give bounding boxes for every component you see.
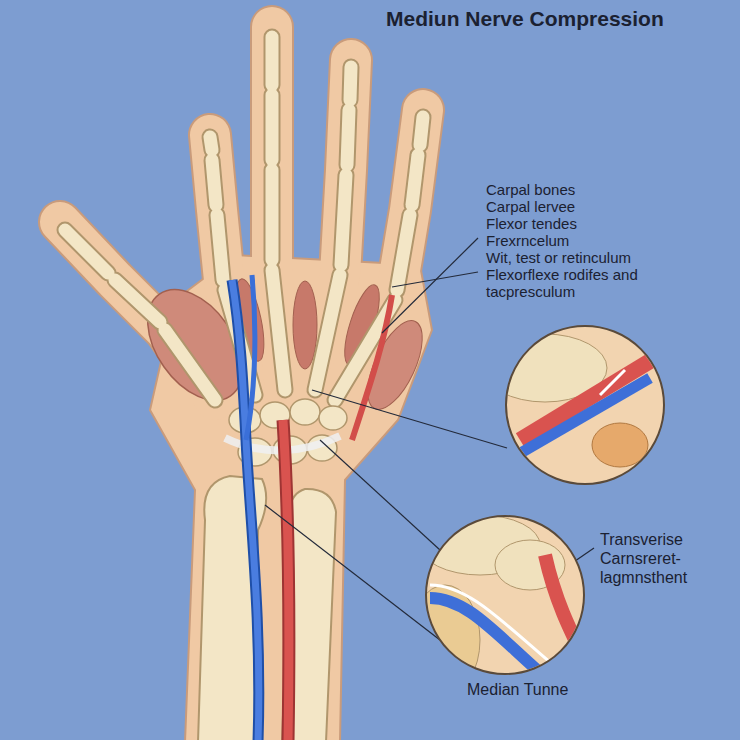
finger-bone [350, 67, 351, 100]
bone-outline [115, 280, 160, 322]
leader-line [382, 238, 478, 333]
part-label: Frexrncelum [486, 232, 726, 249]
inset-upper [483, 326, 664, 484]
inset-content [483, 334, 660, 467]
artery [283, 420, 289, 740]
bone-outline [165, 330, 215, 400]
part-label: Flexor tendes [486, 215, 726, 232]
inset-content [410, 515, 585, 695]
artery-outline [283, 420, 289, 740]
inset-tissue [592, 423, 648, 467]
bone-outline [264, 95, 281, 160]
finger-bone [420, 117, 423, 145]
bone-outline [420, 117, 423, 145]
diagram-title: Mediun Nerve Compression [386, 6, 664, 32]
bone-outline [341, 175, 346, 265]
inset-nerve [430, 598, 560, 690]
inset-border [426, 516, 584, 674]
finger-bone [315, 275, 340, 390]
part-label: Transverise Carnsreret- lagmnsthent [600, 530, 720, 587]
inset-border [506, 326, 664, 484]
part-label: Wit, test or retinculum [486, 249, 726, 266]
inset-artery [545, 555, 585, 660]
bone-outline [65, 230, 108, 273]
finger-bone [65, 230, 108, 273]
leader-line [320, 440, 440, 550]
finger-bone [210, 137, 212, 150]
leader-line [265, 505, 440, 640]
bone-outline [272, 270, 285, 390]
bone-outline [217, 215, 223, 280]
finger-bone [266, 170, 279, 260]
inset-ligament [600, 370, 625, 395]
finger-bone [347, 110, 349, 165]
finger-bone [266, 37, 279, 85]
part-label: Carpal bones [486, 181, 726, 198]
bone-outline [210, 137, 212, 150]
finger-bone [217, 215, 223, 280]
bone-outline [212, 160, 216, 205]
bone-outline [350, 67, 351, 100]
inset-ligament [430, 585, 565, 675]
finger-bone [165, 330, 215, 400]
finger-bone [341, 175, 346, 265]
leader-line [312, 390, 507, 448]
middle-outline [272, 27, 285, 390]
finger-bone [397, 215, 410, 290]
inset-lower [410, 515, 585, 695]
nerve-branch [246, 275, 255, 440]
finger-bone [212, 160, 216, 205]
part-label: Carpal lervee [486, 198, 726, 215]
carpal-bone [290, 399, 320, 425]
finger-bone [412, 155, 418, 205]
inset-artery [520, 355, 660, 440]
finger-bone [115, 280, 160, 322]
bone-outline [315, 275, 340, 390]
finger-bone [272, 270, 285, 390]
bone-outline [397, 215, 410, 290]
leader-line [392, 272, 478, 287]
part-label: Flexorflexe rodifes and tacpresculum [486, 266, 686, 300]
part-label: Median Tunne [467, 680, 667, 699]
ulnar-artery [352, 295, 392, 440]
bone-outline [412, 155, 418, 205]
middle-skin [272, 27, 285, 390]
palm-muscle [293, 281, 317, 369]
bone-outline [264, 170, 281, 260]
finger-bone [266, 95, 279, 160]
bone-outline [347, 110, 349, 165]
carpal-bone [319, 406, 347, 430]
bone-outline [264, 37, 281, 85]
